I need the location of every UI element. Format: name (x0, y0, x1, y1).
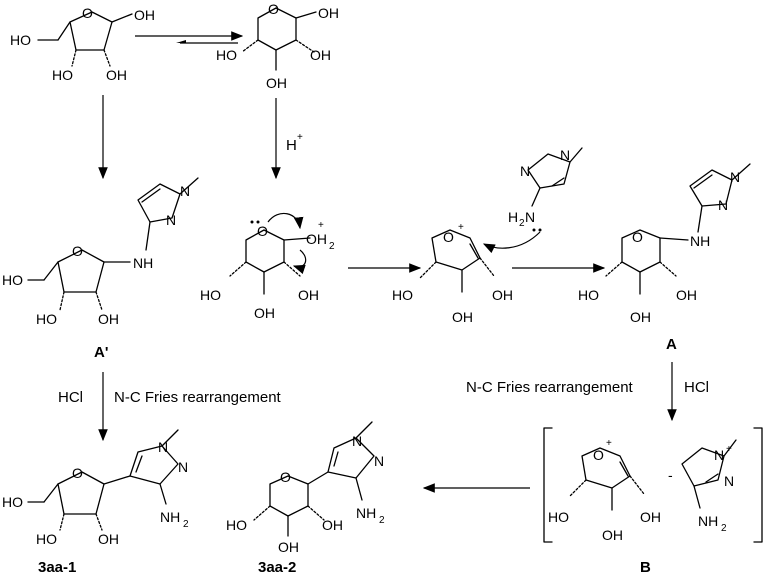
product-3aa-2 (253, 421, 375, 537)
hcl-left: HCl (58, 389, 83, 406)
atom-o: O (257, 223, 268, 239)
atom-oh: OH (676, 287, 697, 303)
atom-ho: HO (226, 517, 247, 533)
atom-n: N (178, 459, 188, 475)
fries-right: N-C Fries rearrangement (466, 379, 634, 396)
atom-h2n: H (508, 209, 518, 225)
atom-o: O (632, 229, 643, 245)
protonated-pyranose (229, 212, 311, 295)
atom-n: N (730, 169, 740, 185)
atom-ho: HO (52, 67, 73, 83)
label-3aa-2: 3aa-2 (258, 559, 296, 575)
atom-oh: OH (310, 47, 331, 63)
atom-ho: HO (36, 531, 57, 547)
atom-n: N (158, 439, 168, 455)
atom-nh2: NH (698, 513, 718, 529)
atom-n: N (352, 433, 362, 449)
atom-ho: HO (548, 509, 569, 525)
compound-a-prime (27, 177, 199, 311)
sub-2: 2 (721, 523, 727, 534)
atom-n: N (560, 147, 570, 163)
label-3aa-1: 3aa-1 (38, 559, 76, 575)
aminopyrazole-reagent (482, 147, 583, 254)
sub-2: 2 (519, 218, 525, 229)
atom-ho: HO (36, 311, 57, 327)
atom-n: N (520, 163, 530, 179)
atom-nh: NH (133, 255, 153, 271)
atom-ho: HO (200, 287, 221, 303)
atom-n: N (714, 447, 724, 463)
atom-oh: OH (318, 5, 339, 21)
atom-o: O (72, 243, 83, 259)
atom-o: O (593, 447, 604, 463)
charge-plus: + (318, 220, 324, 231)
fries-left: N-C Fries rearrangement (114, 389, 282, 406)
hcl-right: HCl (684, 379, 709, 396)
equilibrium-arrows (135, 31, 244, 44)
atom-o: O (82, 5, 93, 21)
atom-ho: HO (392, 287, 413, 303)
label-b: B (640, 559, 651, 575)
atom-oh: OH (492, 287, 513, 303)
label-a: A (666, 336, 677, 353)
atom-oh: OH (602, 527, 623, 543)
atom-oh: OH (298, 287, 319, 303)
intermediate-b (543, 427, 763, 543)
atom-n: N (718, 197, 728, 213)
pyranose-top (241, 7, 317, 71)
atom-n: N (724, 473, 734, 489)
sub-2: 2 (329, 241, 335, 252)
sub-2: 2 (183, 519, 189, 530)
atom-o: O (268, 1, 279, 17)
atom-n: N (180, 183, 190, 199)
charge-minus: - (668, 467, 673, 483)
atom-nh: NH (690, 233, 710, 249)
charge-plus: + (606, 438, 612, 449)
h-plus-label: H (286, 137, 297, 154)
atom-o: O (443, 229, 454, 245)
atom-nh2: NH (356, 505, 376, 521)
atom-oh: OH (106, 67, 127, 83)
atom-ho: HO (2, 272, 23, 288)
product-3aa-1 (27, 429, 179, 531)
atom-ho: HO (10, 32, 31, 48)
atom-ho: HO (2, 494, 23, 510)
atom-oh: OH (630, 309, 651, 325)
atom-oh: OH (452, 309, 473, 325)
h-plus-sup: + (297, 132, 303, 143)
sub-2: 2 (379, 515, 385, 526)
furanose-top-left (37, 11, 133, 67)
atom-o: O (280, 469, 291, 485)
atom-nh2: NH (160, 509, 180, 525)
atom-n: N (166, 212, 176, 228)
charge-plus: + (726, 444, 732, 455)
atom-oh: OH (278, 539, 299, 555)
atom-o: O (72, 465, 83, 481)
compound-a (605, 163, 751, 295)
label-a-prime: A' (94, 344, 108, 361)
atom-oh: OH (322, 517, 343, 533)
atom-ho: HO (578, 287, 599, 303)
atom-ho: HO (216, 47, 237, 63)
atom-n: N (525, 209, 535, 225)
oxocarbenium (419, 229, 495, 293)
atom-n: N (374, 453, 384, 469)
atom-oh: OH (254, 305, 275, 321)
atom-oh2: OH (306, 231, 327, 247)
atom-oh: OH (98, 531, 119, 547)
atom-oh: OH (134, 7, 155, 23)
atom-oh: OH (266, 75, 287, 91)
atom-oh: OH (98, 311, 119, 327)
charge-plus: + (458, 222, 464, 233)
atom-oh: OH (640, 509, 661, 525)
